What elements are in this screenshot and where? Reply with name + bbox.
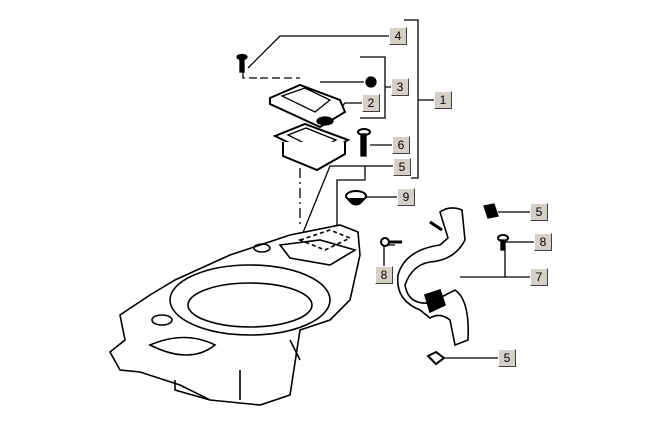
- frame-part: [272, 122, 351, 225]
- callout-8-right[interactable]: 8: [534, 233, 552, 251]
- cap-part-9: [345, 190, 367, 206]
- callout-2[interactable]: 2: [362, 94, 380, 112]
- callout-3[interactable]: 3: [391, 78, 409, 96]
- callout-5-duct[interactable]: 5: [530, 203, 548, 221]
- callout-4[interactable]: 4: [389, 27, 407, 45]
- callout-9[interactable]: 9: [397, 188, 415, 206]
- screw-part-4: [236, 53, 300, 79]
- helmet-compartment: [108, 224, 361, 406]
- callout-7[interactable]: 7: [530, 268, 548, 286]
- callout-6[interactable]: 6: [392, 136, 410, 154]
- lid-part-2: [269, 83, 347, 129]
- clip-part-5-upper: [483, 203, 499, 219]
- screw-part-8-right: [497, 234, 509, 251]
- callout-5-lower[interactable]: 5: [498, 349, 516, 367]
- callout-1[interactable]: 1: [434, 91, 452, 109]
- leader-lines: [247, 19, 534, 359]
- callout-8-left[interactable]: 8: [375, 266, 393, 284]
- screw-part-6: [357, 128, 371, 157]
- callout-5-upper[interactable]: 5: [393, 158, 411, 176]
- duct-part-7: [396, 207, 470, 347]
- screw-part-8-left: [380, 237, 402, 247]
- clip-part-5-lower: [426, 350, 446, 366]
